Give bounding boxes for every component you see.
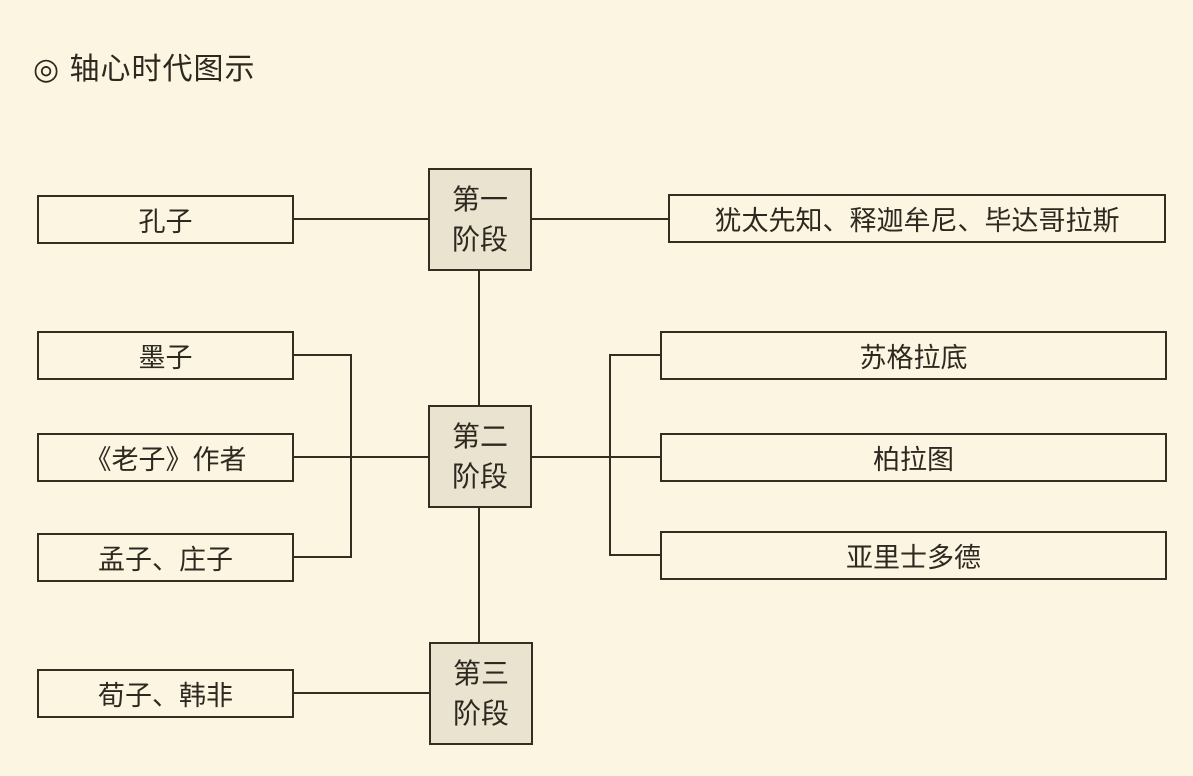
stage-3-box: 第三 阶段 xyxy=(429,642,533,745)
box-mengzi-zhuangzi-label: 孟子、庄子 xyxy=(98,545,233,575)
stage-1-box: 第一 阶段 xyxy=(428,168,532,271)
stage-1-label-line1: 第一 xyxy=(451,183,508,215)
connector-socrates-stub xyxy=(611,354,660,356)
connector-stage2-plato xyxy=(532,456,660,458)
box-kongzi-label: 孔子 xyxy=(138,207,193,237)
connector-kongzi-stage1 xyxy=(294,218,428,220)
stage-2-label-line1: 第二 xyxy=(451,420,508,452)
box-mengzi-zhuangzi: 孟子、庄子 xyxy=(37,533,294,582)
connector-right-vertical xyxy=(609,354,611,556)
connector-aristotle-stub xyxy=(611,554,660,556)
box-socrates-label: 苏格拉底 xyxy=(859,343,968,373)
box-socrates: 苏格拉底 xyxy=(660,331,1167,380)
stage-2-box: 第二 阶段 xyxy=(428,405,532,508)
connector-stage2-stage3 xyxy=(478,508,480,642)
box-mozi-label: 墨子 xyxy=(138,343,193,373)
box-jewish-prophets-shakyamuni-pythagoras-label: 犹太先知、释迦牟尼、毕达哥拉斯 xyxy=(714,206,1120,236)
stage-3-label-line2: 阶段 xyxy=(452,697,509,729)
box-laozi-author-label: 《老子》作者 xyxy=(84,445,247,475)
stage-3-label-line1: 第三 xyxy=(452,657,509,689)
box-xunzi-hanfei: 荀子、韩非 xyxy=(37,669,294,718)
box-mozi: 墨子 xyxy=(37,331,294,380)
connector-laozi-stage2 xyxy=(294,456,428,458)
box-xunzi-hanfei-label: 荀子、韩非 xyxy=(98,681,233,711)
connector-mengzi-stub xyxy=(294,556,352,558)
connector-stage1-west xyxy=(532,218,668,220)
box-plato-label: 柏拉图 xyxy=(873,445,954,475)
box-aristotle: 亚里士多德 xyxy=(660,531,1167,580)
stage-2-label-line2: 阶段 xyxy=(451,460,508,492)
box-jewish-prophets-shakyamuni-pythagoras: 犹太先知、释迦牟尼、毕达哥拉斯 xyxy=(668,194,1166,243)
connector-mozi-stub xyxy=(294,354,352,356)
connector-xunzi-stage3 xyxy=(294,692,429,694)
connector-stage1-stage2 xyxy=(478,271,480,405)
box-plato: 柏拉图 xyxy=(660,433,1167,482)
box-laozi-author: 《老子》作者 xyxy=(37,433,294,482)
box-aristotle-label: 亚里士多德 xyxy=(846,543,981,573)
page-title: ◎ 轴心时代图示 xyxy=(33,53,256,86)
box-kongzi: 孔子 xyxy=(37,195,294,244)
connector-left-vertical xyxy=(350,354,352,558)
stage-1-label-line2: 阶段 xyxy=(451,223,508,255)
